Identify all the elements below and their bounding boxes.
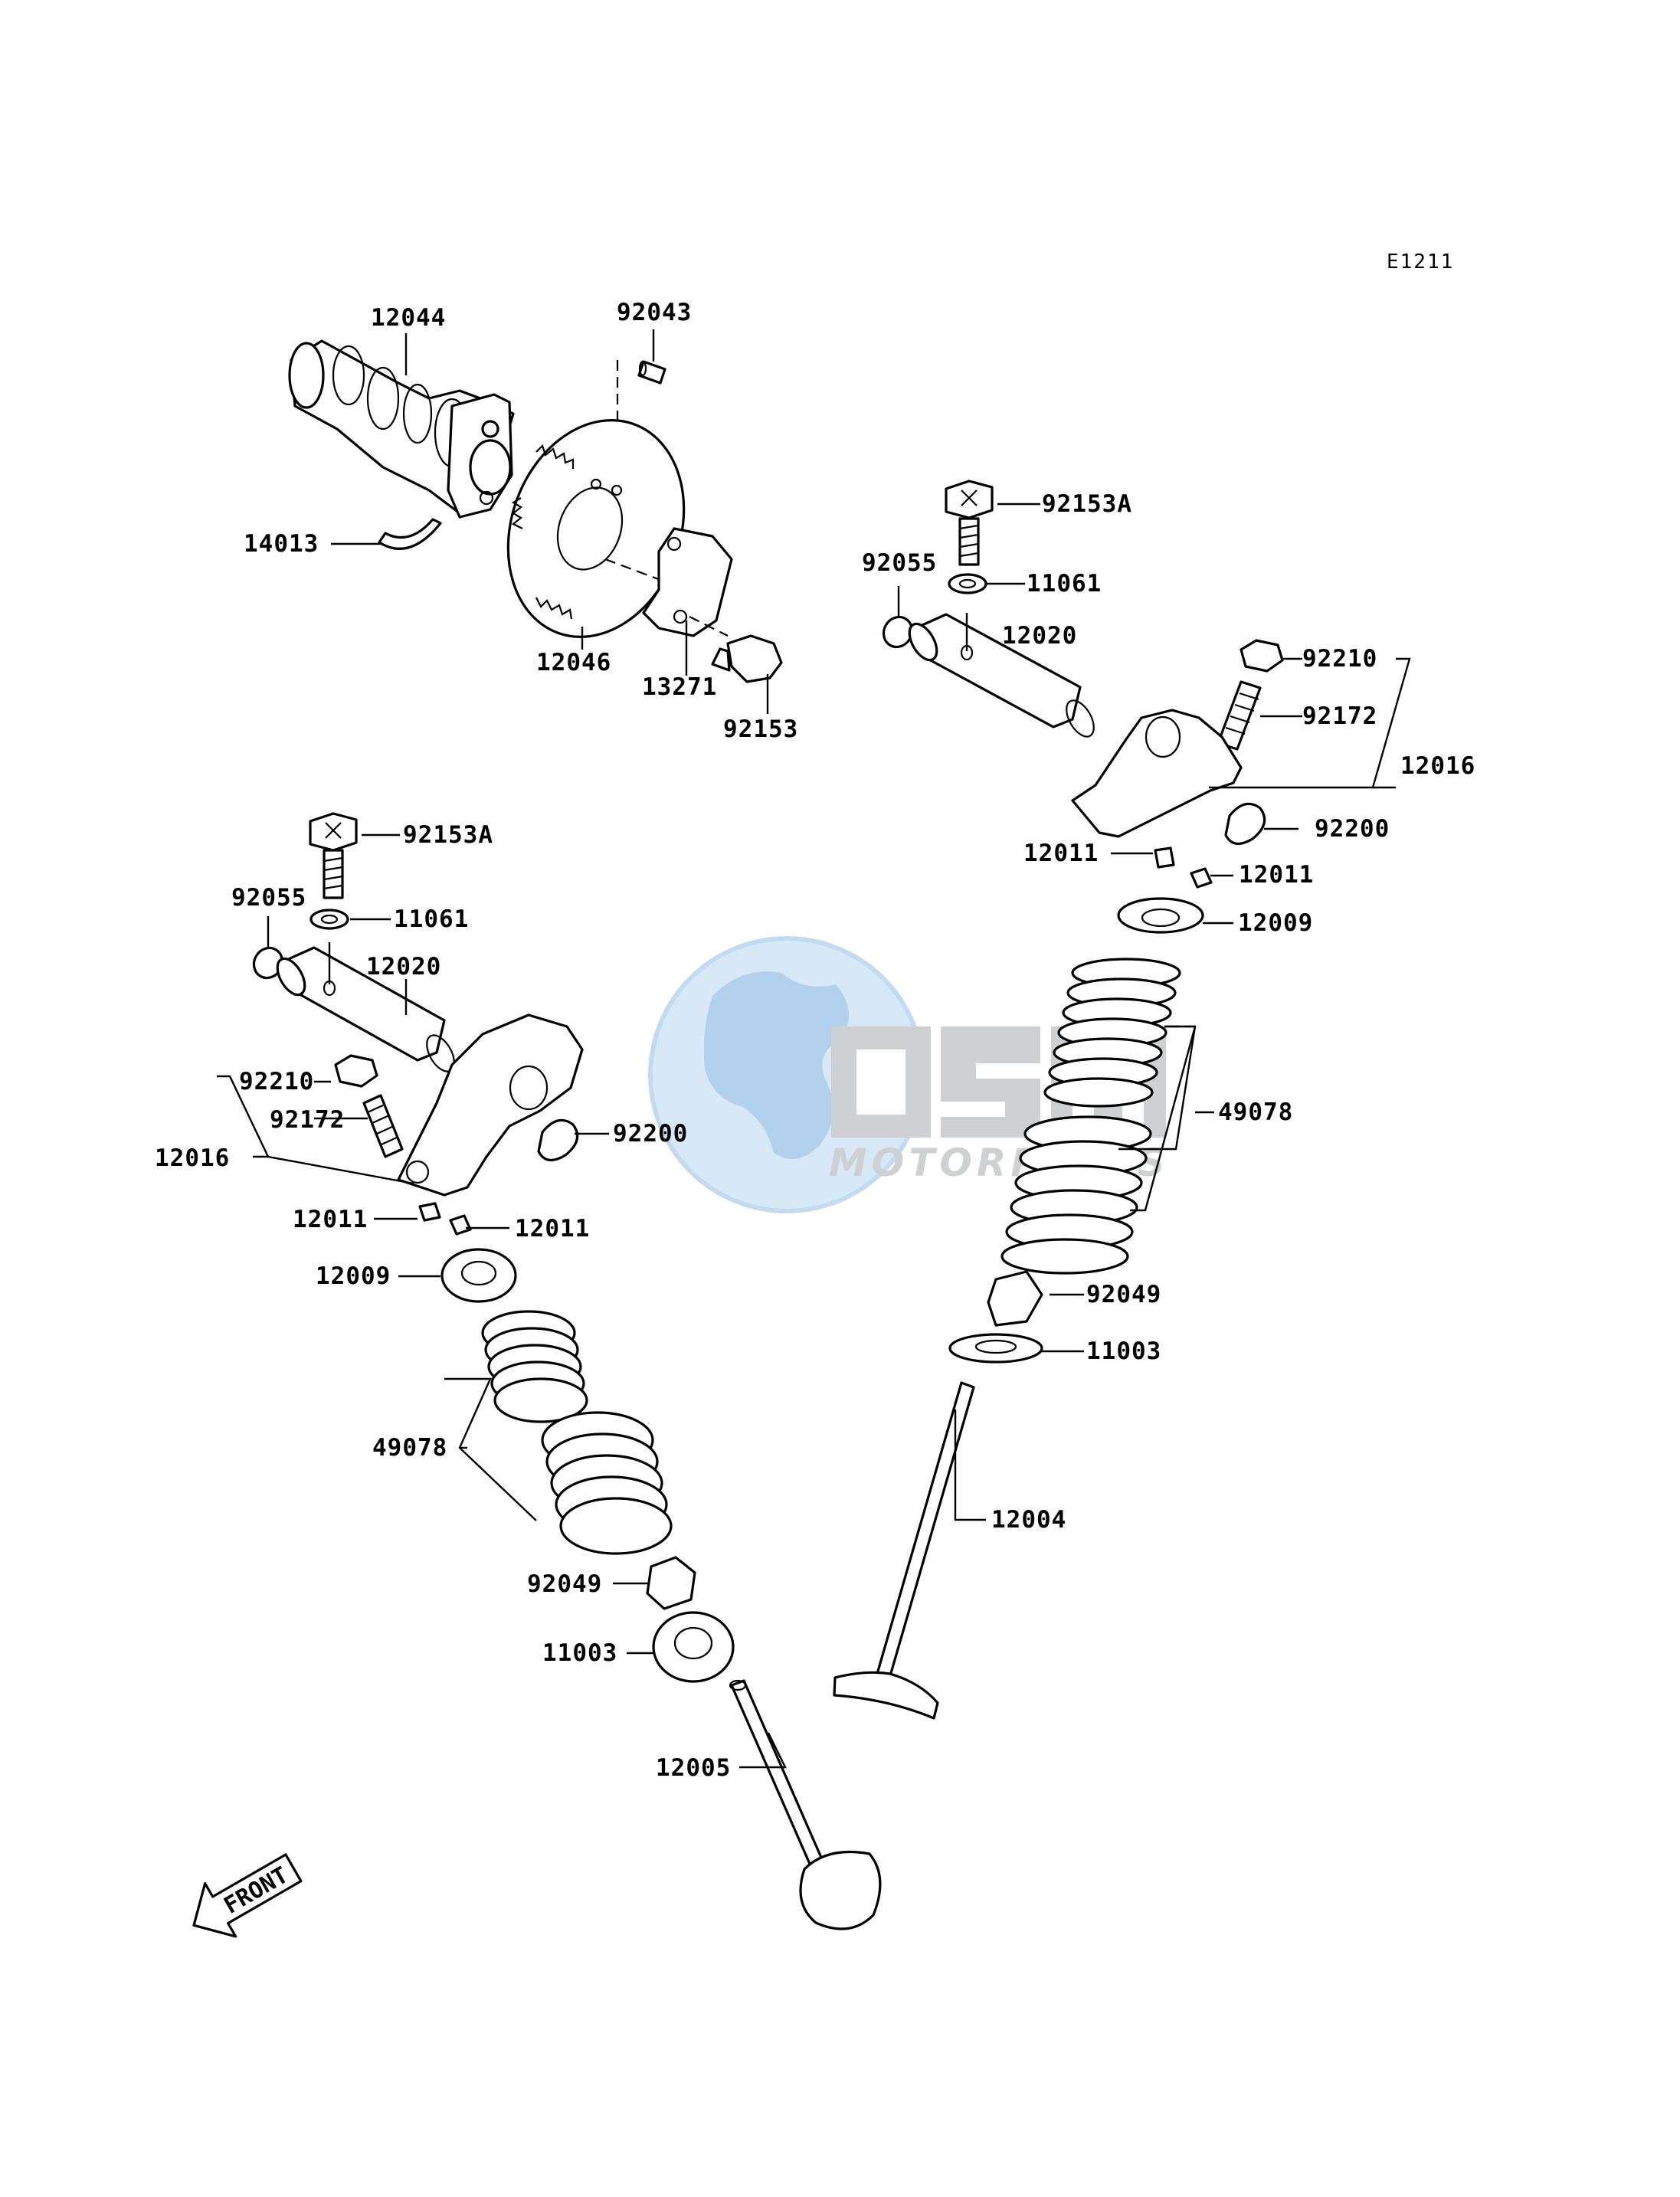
callout-92153A-left: 92153A (403, 821, 493, 849)
rocker-shaft-part (276, 946, 455, 1072)
callout-12005: 12005 (656, 1754, 731, 1782)
callout-12011-right-1: 12011 (1023, 840, 1099, 867)
callout-92210-left: 92210 (239, 1068, 314, 1095)
stem-seal-part (646, 1556, 696, 1610)
callout-92172-left: 92172 (270, 1106, 345, 1134)
callout-49078-right: 49078 (1218, 1098, 1293, 1126)
callout-12009-right: 12009 (1238, 909, 1313, 937)
exhaust-valve-part (833, 1381, 975, 1720)
valve-spring-part (1000, 1115, 1152, 1275)
spring-seat-part (652, 1611, 735, 1683)
callout-92153: 92153 (723, 715, 798, 743)
bolt-part (309, 812, 358, 899)
intake-valve-part (729, 1679, 882, 1930)
rocker-arm-part (397, 1013, 584, 1197)
callout-92049-right: 92049 (1086, 1281, 1161, 1308)
bolt-part (711, 634, 783, 683)
keeper-part (449, 1214, 472, 1236)
callout-12004: 12004 (991, 1506, 1066, 1534)
callout-11003-right: 11003 (1086, 1338, 1161, 1365)
sprocket-plate-part (642, 527, 733, 637)
half-moon-part (378, 518, 442, 550)
nut-part (334, 1054, 378, 1088)
washer-part (309, 909, 349, 930)
callout-12046: 12046 (536, 649, 611, 676)
front-direction-arrow-icon: FRONT (192, 1853, 303, 1938)
camshaft-part (288, 339, 515, 519)
callout-92055-left: 92055 (231, 884, 306, 912)
callout-92200-left: 92200 (613, 1120, 688, 1148)
cam-sprocket-part (506, 419, 686, 638)
callout-92049-left: 92049 (527, 1570, 602, 1598)
diagram-code: E1211 (1387, 250, 1454, 273)
washer-part (948, 573, 987, 594)
seal-part (537, 1118, 579, 1161)
callout-92210-right: 92210 (1302, 645, 1377, 673)
valve-spring-part (481, 1310, 588, 1423)
callout-92200-right: 92200 (1315, 815, 1390, 843)
callout-12009-left: 12009 (316, 1262, 391, 1290)
keeper-part (418, 1202, 441, 1222)
seal-part (1224, 802, 1266, 845)
leader-lines (217, 329, 1411, 1769)
valve-spring-part (541, 1411, 673, 1555)
valve-spring-part (1043, 958, 1181, 1108)
callout-92153A-right: 92153A (1042, 490, 1132, 518)
callout-12011-left-1: 12011 (293, 1206, 368, 1233)
adjuster-part (1217, 680, 1262, 751)
spring-seat-part (948, 1333, 1043, 1364)
callout-11061-right: 11061 (1027, 570, 1102, 598)
callout-92055-right: 92055 (862, 549, 937, 577)
nut-part (1240, 639, 1284, 673)
callout-11003-left: 11003 (542, 1639, 617, 1667)
callout-labels: 12044 92043 14013 12046 13271 92153 9215… (155, 299, 1475, 1782)
bolt-part (945, 480, 994, 566)
keeper-part (1154, 846, 1175, 869)
callout-49078-left: 49078 (372, 1434, 447, 1462)
dowel-pin-part (637, 360, 666, 385)
callout-14013: 14013 (244, 530, 319, 558)
callout-92043: 92043 (617, 299, 692, 326)
callout-92172-right: 92172 (1302, 702, 1377, 730)
keeper-part (1190, 867, 1213, 889)
retainer-part (440, 1248, 517, 1303)
stem-seal-part (987, 1270, 1043, 1327)
callout-11061-left: 11061 (394, 905, 469, 933)
callout-13271: 13271 (642, 673, 717, 701)
callout-12011-right-2: 12011 (1239, 861, 1314, 889)
rocker-arm-part (1071, 709, 1243, 838)
callout-12016-left: 12016 (155, 1144, 230, 1172)
callout-12020-right: 12020 (1002, 622, 1077, 650)
adjuster-part (362, 1094, 404, 1158)
callout-12044: 12044 (371, 304, 446, 332)
callout-12016-right: 12016 (1400, 752, 1475, 780)
callout-12011-left-2: 12011 (515, 1215, 590, 1243)
rocker-shaft-part (908, 613, 1095, 738)
callout-12020-left: 12020 (366, 953, 441, 981)
retainer-part (1117, 897, 1204, 934)
